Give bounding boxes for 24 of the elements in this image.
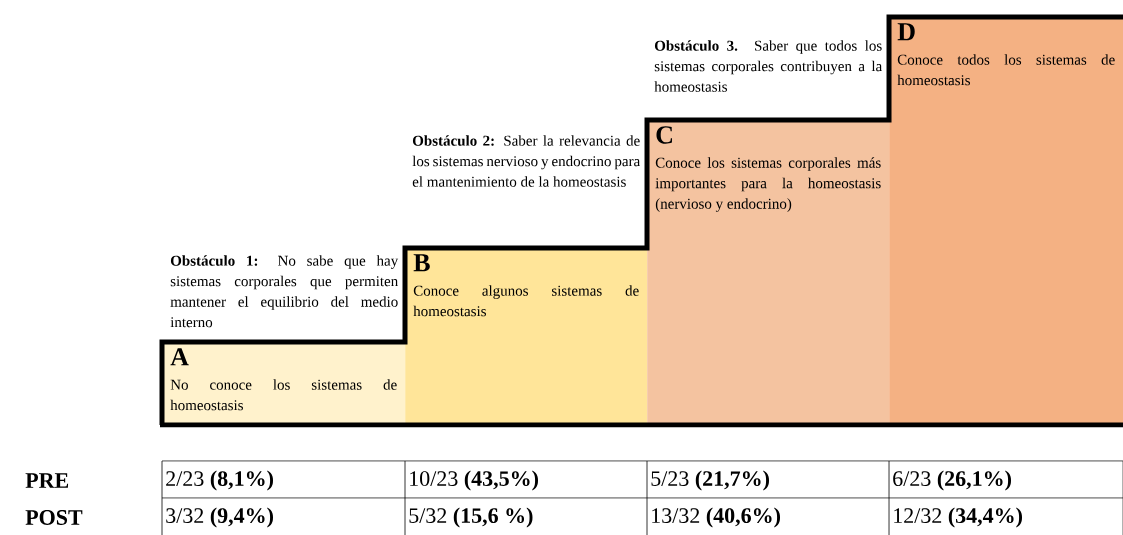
percentage-value: 12/32 (34,4%) [894,507,1022,528]
row-header: POST [25,510,83,525]
step-description: Conoce los sistemas corporales más importantes para la homeostasis (nervioso y endocrino) [655,157,881,212]
step-box [405,248,648,426]
step-letter: B [413,254,430,272]
percentage-value: 13/32 (40,6%) [652,507,780,528]
percentage-value: 6/23 (26,1%) [893,470,1011,491]
step-box [889,17,1123,426]
obstacle-text: Obstáculo 1: No sabe que hay sistemas corporales que permiten mantener el equilibrio del medio interno [170,255,399,328]
percentage-value: 3/32 (9,4%) [166,507,273,528]
step-letter: C [656,126,672,144]
obstacle-text: Obstáculo 3. Saber que todos los sistemas corporales contribuyen a la homeostasis [654,40,882,92]
step-letter: D [897,23,915,41]
step-letter: A [170,348,189,366]
percentage-value: 5/32 (15,6 %) [409,507,533,528]
step-box [162,342,406,426]
step-description: Conoce todos los sistemas de homeostasis [897,54,1115,86]
percentage-value: 10/23 (43,5%) [410,470,538,491]
percentage-value: 5/23 (21,7%) [651,470,769,491]
percentage-value: 2/23 (8,1%) [166,470,273,491]
step-description: No conoce los sistemas de homeostasis [170,379,397,411]
row-header: PRE [25,473,69,488]
step-box [647,120,890,426]
step-description: Conoce algunos sistemas de homeostasis [413,285,639,317]
